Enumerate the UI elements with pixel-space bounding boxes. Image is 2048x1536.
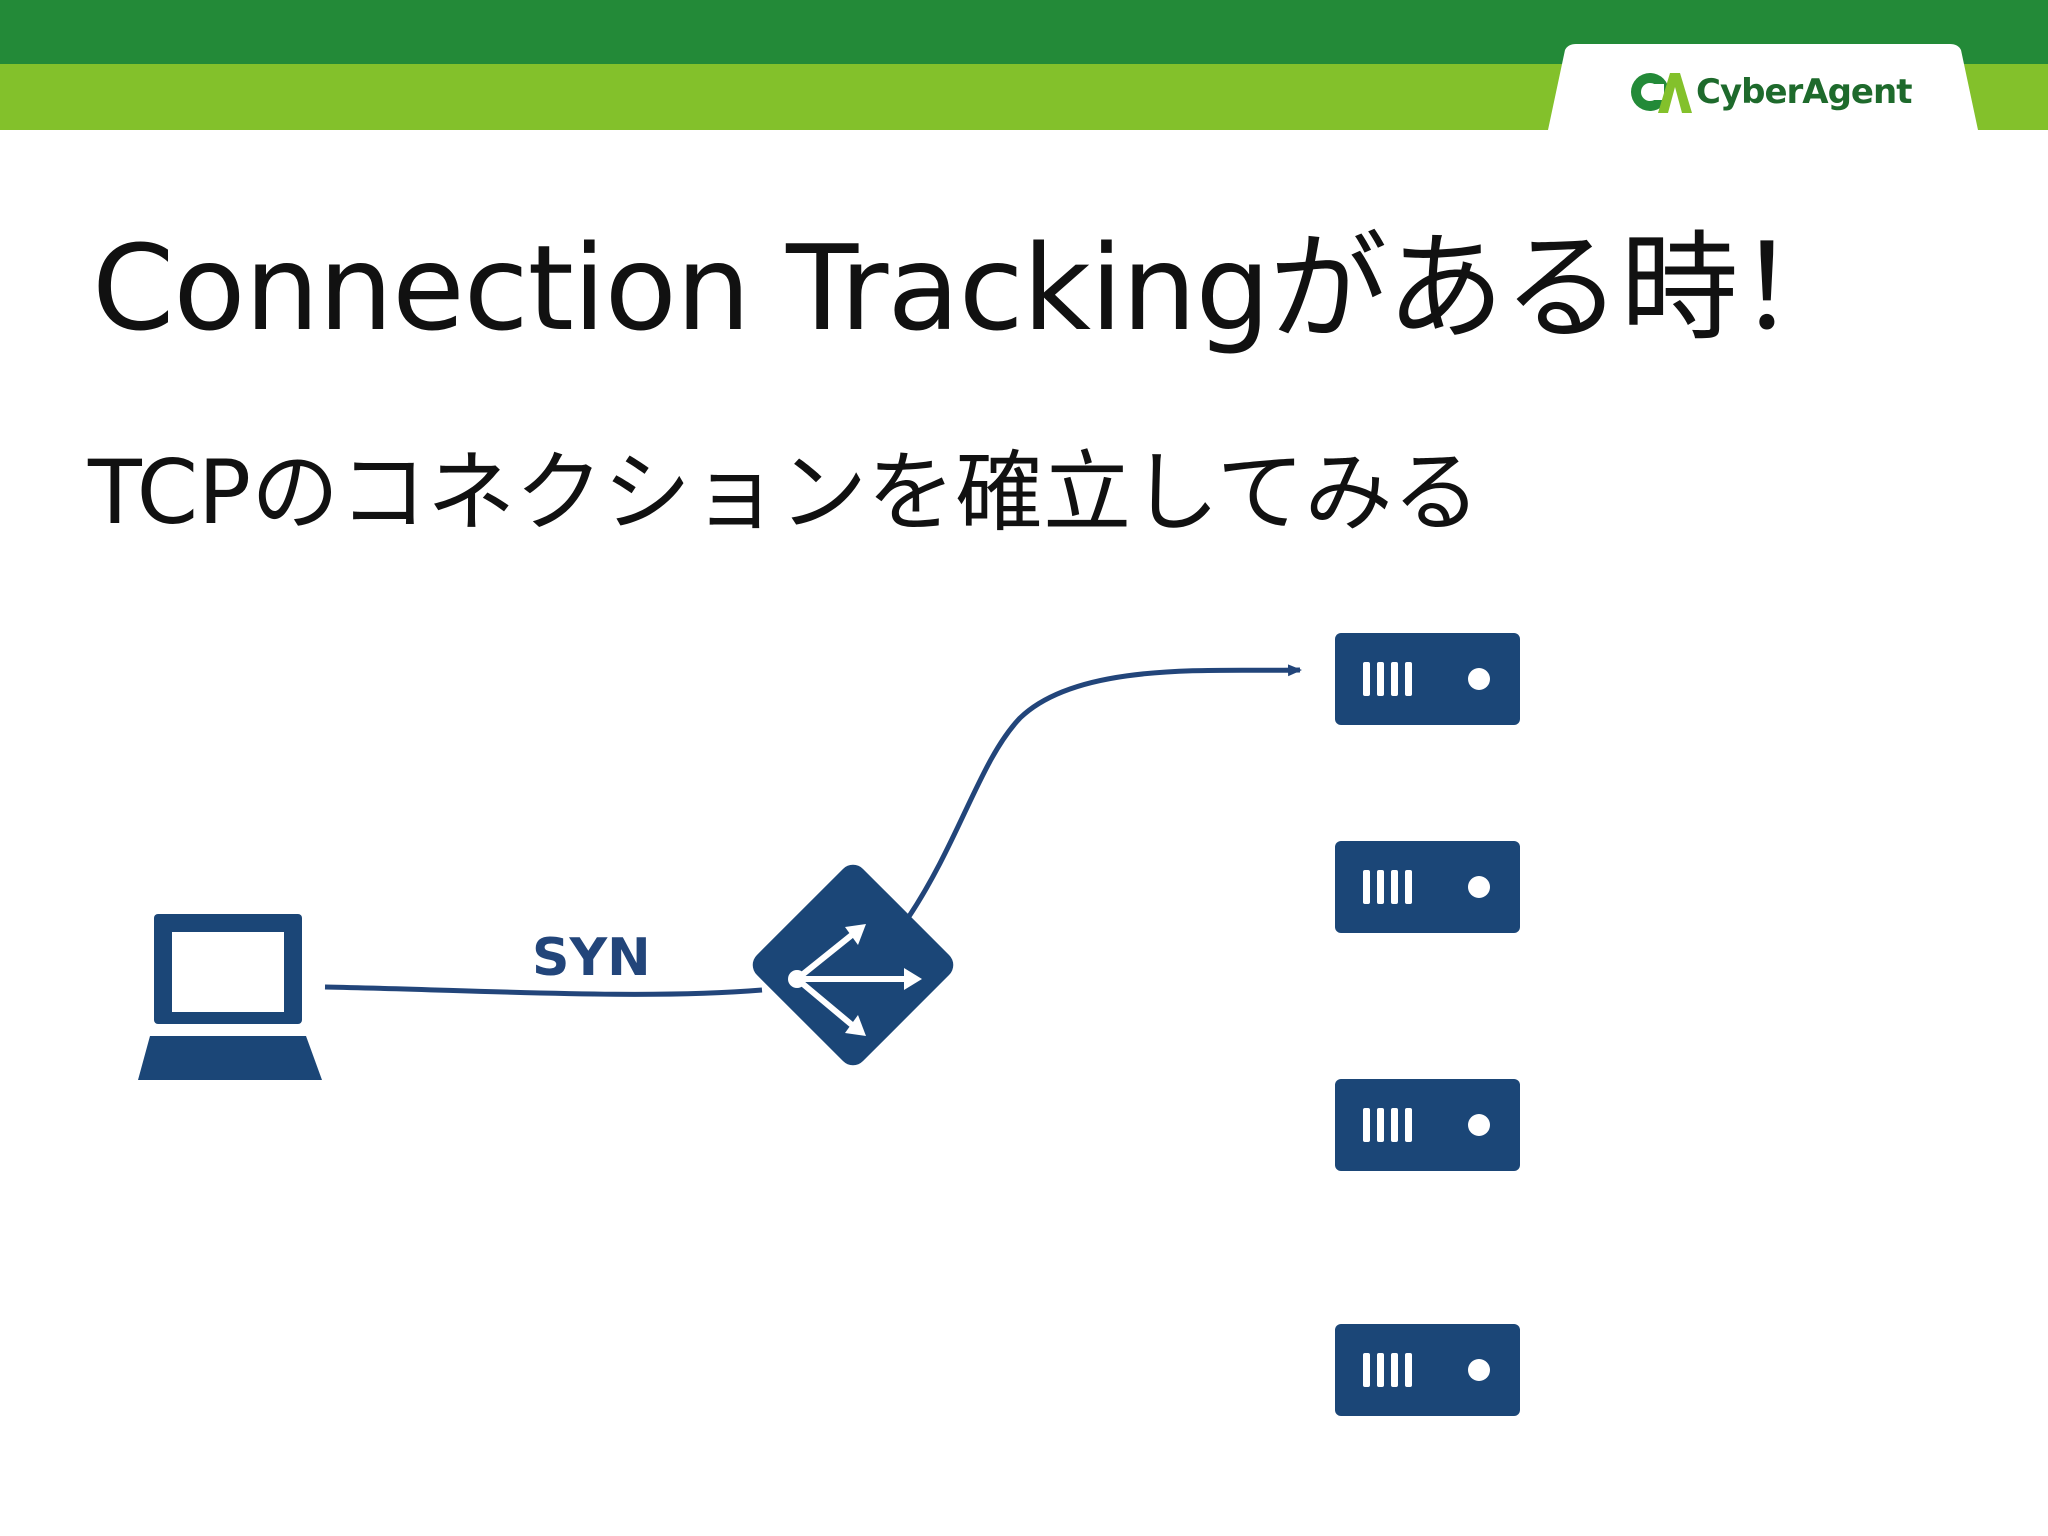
- server-icon: [1335, 1324, 1520, 1416]
- server-icon: [1335, 841, 1520, 933]
- syn-connection-line: [324, 984, 763, 997]
- slide-title: Connection Trackingがある時！: [92, 219, 1855, 357]
- server-icon: [1335, 633, 1520, 725]
- brand-logo: CyberAgent: [1628, 64, 1912, 120]
- syn-label: SYN: [532, 928, 651, 988]
- logo-text: CyberAgent: [1696, 72, 1912, 112]
- load-balancer-icon: [752, 864, 954, 1066]
- forward-arrow: [905, 664, 1302, 920]
- cyberagent-logo-icon: [1631, 73, 1692, 113]
- server-icon: [1335, 1079, 1520, 1171]
- laptop-icon: [138, 914, 322, 1080]
- slide-subtitle: TCPのコネクションを確立してみる: [88, 441, 1481, 544]
- header-bar: [0, 0, 2048, 130]
